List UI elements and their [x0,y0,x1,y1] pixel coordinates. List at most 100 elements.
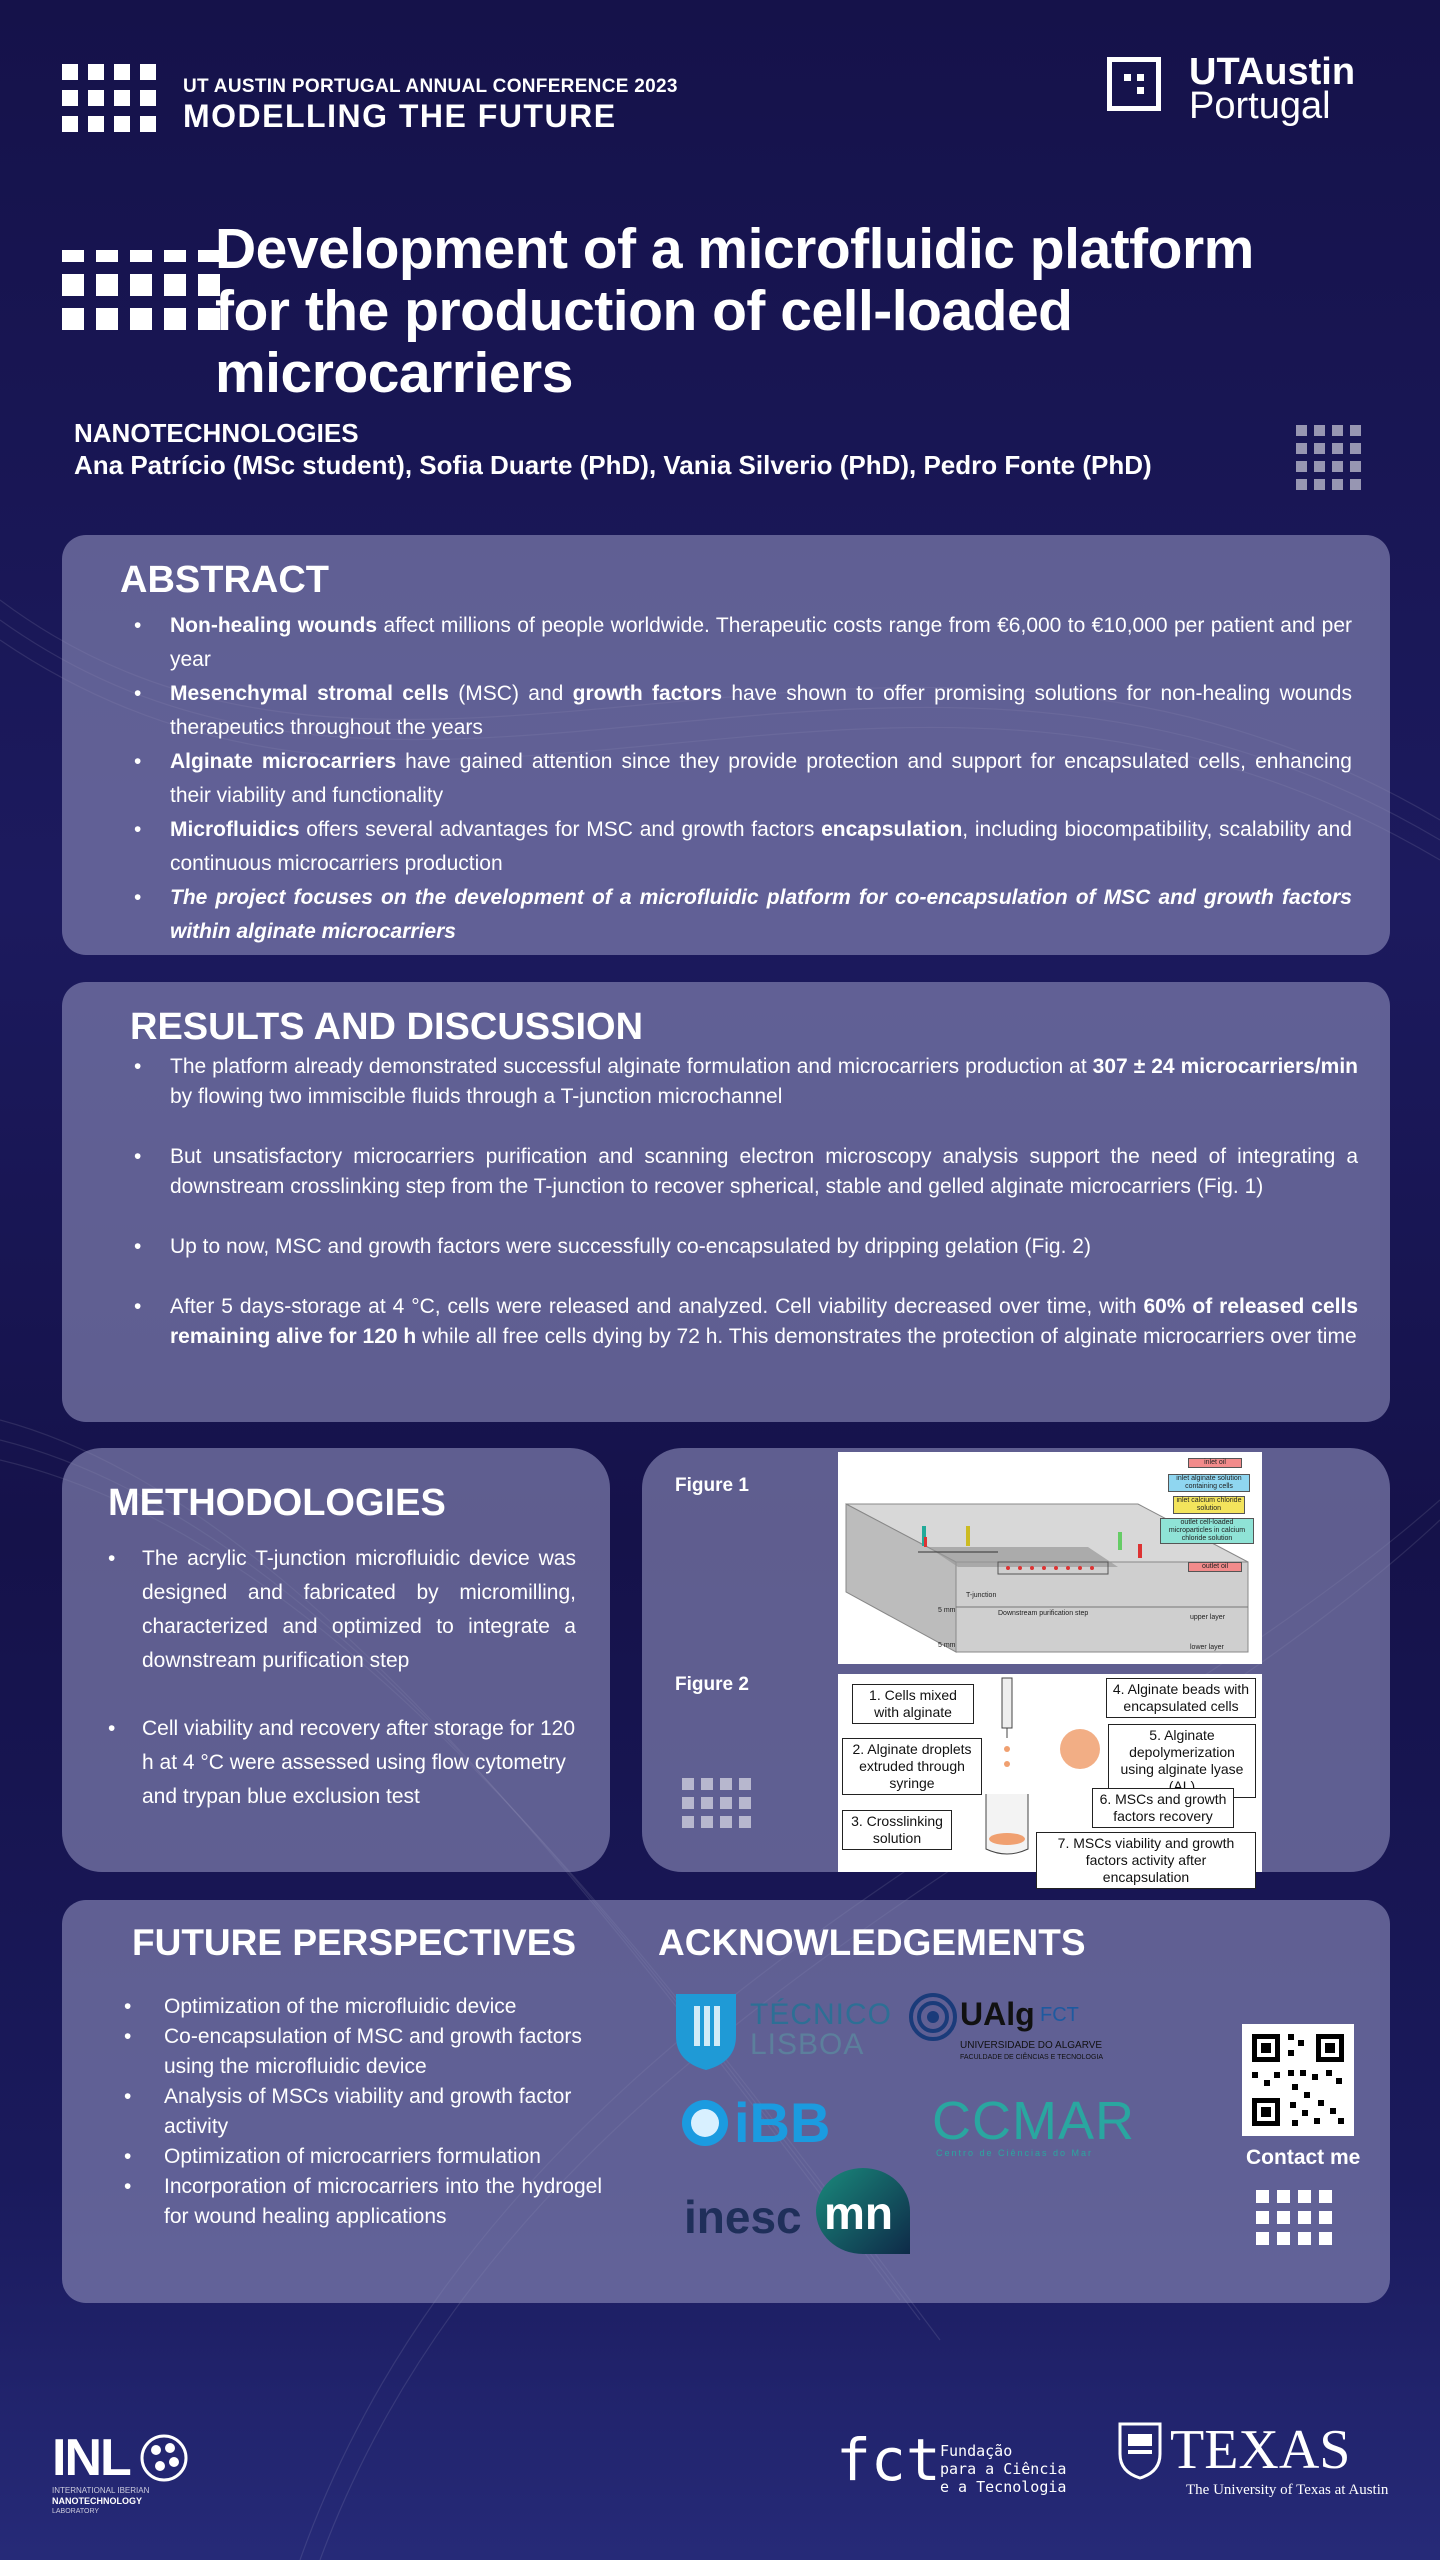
contact-me-label: Contact me [1246,2146,1361,2169]
future-item: Optimization of the microfluidic device [102,1992,602,2022]
tecnico-text-1: TÉCNICO [750,1998,892,2031]
abstract-heading: ABSTRACT [120,559,329,601]
inl-text: INL [52,2429,132,2487]
abstract-list: Non-healing wounds affect millions of pe… [112,609,1352,949]
future-ack-panel: FUTURE PERSPECTIVES Optimization of the … [62,1900,1390,2303]
abstract-item-bold: growth factors [572,682,723,705]
future-item-text: Incorporation of microcarriers into the … [164,2175,602,2228]
ibb-logo: iBB [680,2090,860,2160]
step-2-box: 2. Alginate droplets extruded through sy… [842,1738,982,1795]
results-item-text: After 5 days-storage at 4 °C, cells were… [170,1295,1144,1318]
results-list: The platform already demonstrated succes… [112,1052,1358,1352]
texas-text: TEXAS [1170,2419,1351,2481]
future-item-text: Co-encapsulation of MSC and growth facto… [164,2025,582,2078]
research-area: NANOTECHNOLOGIES [74,418,359,448]
label-t-junction: T-junction [966,1592,997,1599]
abstract-panel: ABSTRACT Non-healing wounds affect milli… [62,535,1390,955]
inl-sub-1: INTERNATIONAL IBERIAN [52,2486,150,2495]
ccmar-sub: Centro de Ciências do Mar [936,2148,1094,2158]
qr-code-pattern [1252,2034,1344,2126]
abstract-item-bold: encapsulation [821,818,963,841]
title-line-1: Development of a microfluidic platform [215,217,1254,281]
results-panel: RESULTS AND DISCUSSION The platform alre… [62,982,1390,1422]
abstract-item: Alginate microcarriers have gained atten… [112,745,1352,813]
title-dots-icon [62,250,220,330]
abstract-item-bold: Mesenchymal stromal cells [170,682,449,705]
inl-sub-2: NANOTECHNOLOGY [52,2496,142,2506]
utaustin-square-icon [1107,57,1161,111]
abstract-item-bold: Alginate microcarriers [170,750,397,773]
abstract-item-text: (MSC) and [448,682,573,705]
tecnico-shield-icon [676,1994,736,2070]
texas-logo: TEXAS The University of Texas at Austin [1118,2419,1398,2502]
inesc-text: inesc [684,2191,802,2243]
ccmar-logo: CCMAR Centro de Ciências do Mar [932,2090,1152,2160]
fct-text: fct [836,2426,941,2494]
abstract-item-text: have shown to offer promising solutions … [170,682,1352,739]
contact-dots-icon [1256,2190,1332,2245]
results-item: After 5 days-storage at 4 °C, cells were… [112,1292,1358,1352]
methodologies-panel: METHODOLOGIES The acrylic T-junction mic… [62,1448,610,1872]
abstract-item-bold: Non-healing wounds [170,614,378,637]
abstract-item: Microfluidics offers several advantages … [112,813,1352,881]
methodologies-item-text: The acrylic T-junction microfluidic devi… [142,1547,576,1672]
methodologies-item: Cell viability and recovery after storag… [86,1712,576,1814]
ualg-text: UAlg [960,1996,1035,2032]
label-mm-2: 5 mm [938,1642,956,1649]
figures-panel: Figure 1 Figure 2 inlet oil inlet algina… [642,1448,1390,1889]
ibb-text: iBB [734,2091,831,2154]
figure-1-label: Figure 1 [675,1475,749,1496]
dripping-gelation-drawing [985,1677,1100,1855]
tecnico-text-2: LISBOA [750,2028,865,2061]
results-item: Up to now, MSC and growth factors were s… [112,1232,1358,1262]
future-list: Optimization of the microfluidic device … [102,1992,602,2232]
ccmar-text: CCMAR [932,2091,1135,2151]
step-3-box: 3. Crosslinking solution [842,1810,952,1850]
legend-outlet-oil: outlet oil [1188,1562,1242,1572]
step-4-box: 4. Alginate beads with encapsulated cell… [1106,1678,1256,1718]
figure-2-label: Figure 2 [675,1674,749,1695]
poster-title: Development of a microfluidic platform f… [215,218,1254,404]
legend-outlet-cells: outlet cell-loaded microparticles in cal… [1160,1518,1254,1544]
abstract-item-text: have gained attention since they provide… [170,750,1352,807]
abstract-item: The project focuses on the development o… [112,881,1352,949]
results-item-text: The platform already demonstrated succes… [170,1055,1093,1078]
methodologies-list: The acrylic T-junction microfluidic devi… [86,1542,576,1814]
inesc-mn-badge: mn [816,2168,910,2254]
ack-heading: ACKNOWLEDGEMENTS [658,1922,1086,1963]
microfluidic-device-drawing [845,1503,1249,1653]
figures-dots-icon [682,1778,751,1828]
results-item-text: Up to now, MSC and growth factors were s… [170,1235,1091,1258]
results-item-text: But unsatisfactory microcarriers purific… [170,1145,1358,1198]
fct-text-1: Fundação [940,2442,1013,2460]
future-item: Co-encapsulation of MSC and growth facto… [102,2022,602,2082]
step-5-box: 5. Alginate depolymerization using algin… [1108,1724,1256,1798]
abstract-item: Mesenchymal stromal cells (MSC) and grow… [112,677,1352,745]
future-item: Optimization of microcarriers formulatio… [102,2142,602,2172]
utaustin-portugal-logo: UTAustin Portugal [1107,51,1367,127]
fct-text-2: para a Ciência [940,2460,1067,2478]
results-item-bold: 307 ± 24 microcarriers/min [1092,1055,1358,1078]
ualg-sub-2: FACULDADE DE CIÊNCIAS E TECNOLOGIA [960,2054,1104,2061]
future-item: Incorporation of microcarriers into the … [102,2172,602,2232]
label-mm-1: 5 mm [938,1607,956,1614]
qr-code-icon[interactable] [1242,2024,1354,2136]
title-line-2: for the production of cell-loaded [215,279,1073,343]
inesc-mn-logo: inesc mn [684,2168,924,2258]
ualg-sub-1: UNIVERSIDADE DO ALGARVE [960,2040,1103,2051]
results-heading: RESULTS AND DISCUSSION [130,1006,644,1048]
label-lower-layer: lower layer [1190,1644,1224,1651]
texas-shield-icon [1118,2422,1162,2480]
future-item-text: Optimization of the microfluidic device [164,1995,517,2018]
inl-sub-3: LABORATORY [52,2508,100,2515]
results-item-text: while all free cells dying by 72 h. This… [416,1325,1357,1348]
step-6-box: 6. MSCs and growth factors recovery [1092,1788,1234,1828]
methodologies-item: The acrylic T-junction microfluidic devi… [86,1542,576,1678]
legend-inlet-alginate: inlet alginate solution containing cells [1168,1474,1250,1492]
inl-logo: INL INTERNATIONAL IBERIAN NANOTECHNOLOGY… [52,2428,212,2518]
legend-inlet-calcium: inlet calcium chloride solution [1173,1496,1245,1514]
header-dots-logo [62,64,156,132]
title-line-3: microcarriers [215,341,573,405]
ibb-circle-icon [682,2100,728,2146]
ualg-logo: UAlg FCT UNIVERSIDADE DO ALGARVE FACULDA… [908,1992,1138,2072]
